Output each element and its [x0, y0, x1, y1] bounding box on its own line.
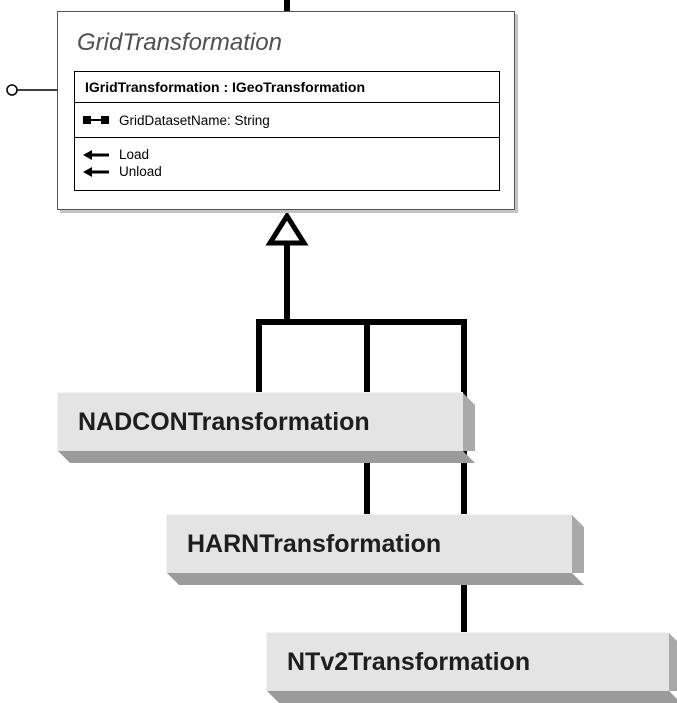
property-label: GridDatasetName: String	[119, 112, 270, 128]
method-label: Unload	[119, 164, 162, 179]
property-icon	[83, 115, 113, 125]
method-item-unload[interactable]: Unload	[83, 163, 499, 180]
method-arrow-icon	[83, 149, 113, 160]
property-item[interactable]: GridDatasetName: String	[83, 112, 270, 129]
methods-section: Load Unload	[75, 138, 499, 180]
abstract-class-box[interactable]: GridTransformation IGridTransformation :…	[57, 11, 515, 210]
interface-lollipop-icon	[6, 84, 18, 96]
method-arrow-icon	[83, 166, 113, 177]
class-box-ntv2[interactable]: NTv2Transformation	[266, 632, 669, 691]
abstract-class-name: GridTransformation	[77, 29, 282, 56]
interface-title: IGridTransformation : IGeoTransformation	[75, 72, 499, 103]
interface-box[interactable]: IGridTransformation : IGeoTransformation…	[74, 71, 500, 191]
class-box-harn[interactable]: HARNTransformation	[166, 514, 572, 573]
class-box-nadcon[interactable]: NADCONTransformation	[57, 392, 463, 451]
properties-section: GridDatasetName: String	[75, 103, 499, 138]
method-label: Load	[119, 147, 150, 162]
method-item-load[interactable]: Load	[83, 146, 499, 163]
inheritance-arrow-icon	[265, 211, 309, 246]
